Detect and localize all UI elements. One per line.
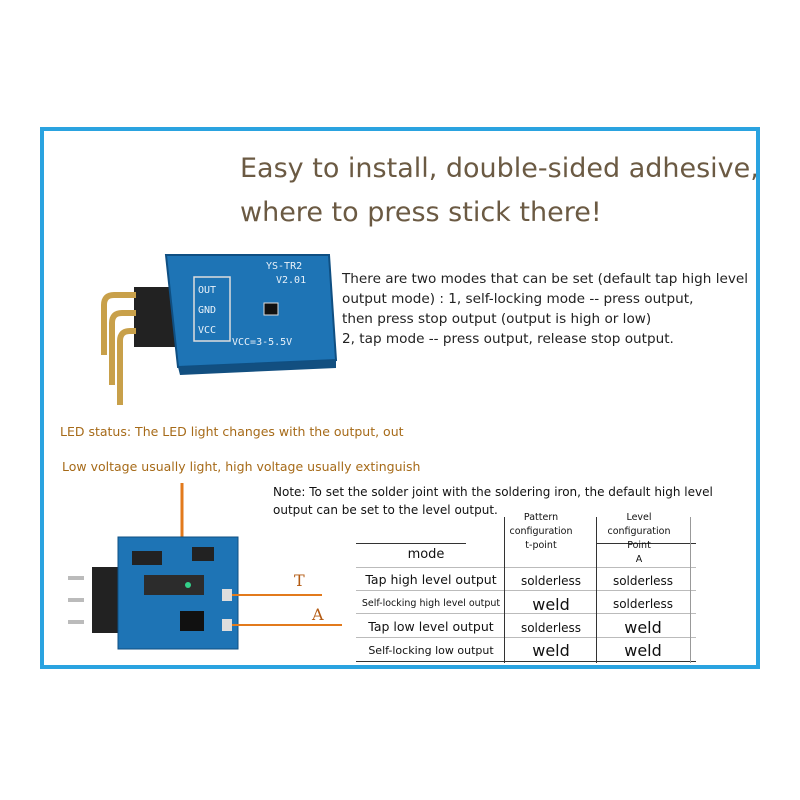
led-status-note: LED status: The LED light changes with t…: [60, 424, 404, 439]
pin-label-gnd: GND: [198, 305, 216, 316]
touch-pad-icon: [263, 302, 279, 316]
headline-line-1: Easy to install, double-sided adhesive,: [240, 153, 759, 184]
led-icon: [185, 582, 191, 588]
pin-label-box: [193, 276, 231, 342]
board-voltage: VCC=3-5.5V: [232, 337, 292, 348]
touch-sensor-board-image: OUT GND VCC YS-TR2 V2.01 VCC=3-5.5V: [101, 254, 338, 405]
modes-description: There are two modes that can be set (def…: [342, 271, 749, 347]
product-info-panel: Easy to install, double-sided adhesive, …: [40, 127, 760, 669]
pad-a-label: A: [312, 605, 324, 624]
pad-t-icon: [222, 589, 232, 601]
pad-a-icon: [222, 619, 232, 631]
pin-label-out: OUT: [198, 285, 216, 296]
voltage-note: Low voltage usually light, high voltage …: [62, 459, 421, 474]
board-model: YS-TR2: [266, 261, 302, 272]
pad-t-label: T: [294, 571, 305, 590]
header-level: Level configuration Point A: [607, 512, 671, 565]
solder-note: Note: To set the solder joint with the s…: [273, 485, 713, 517]
header-pattern: Pattern configuration t-point: [509, 512, 573, 551]
headline: Easy to install, double-sided adhesive, …: [240, 147, 759, 235]
pin-label-vcc: VCC: [198, 325, 216, 336]
pin-header-icon: [68, 567, 118, 633]
board-version: V2.01: [276, 275, 306, 286]
headline-line-2: where to press stick there!: [240, 197, 602, 228]
solder-pad-board-image: [68, 483, 342, 650]
header-mode: mode: [407, 547, 445, 562]
configuration-table: mode Pattern configuration t-point Level…: [356, 512, 696, 663]
pin-header-icon: [101, 287, 180, 405]
